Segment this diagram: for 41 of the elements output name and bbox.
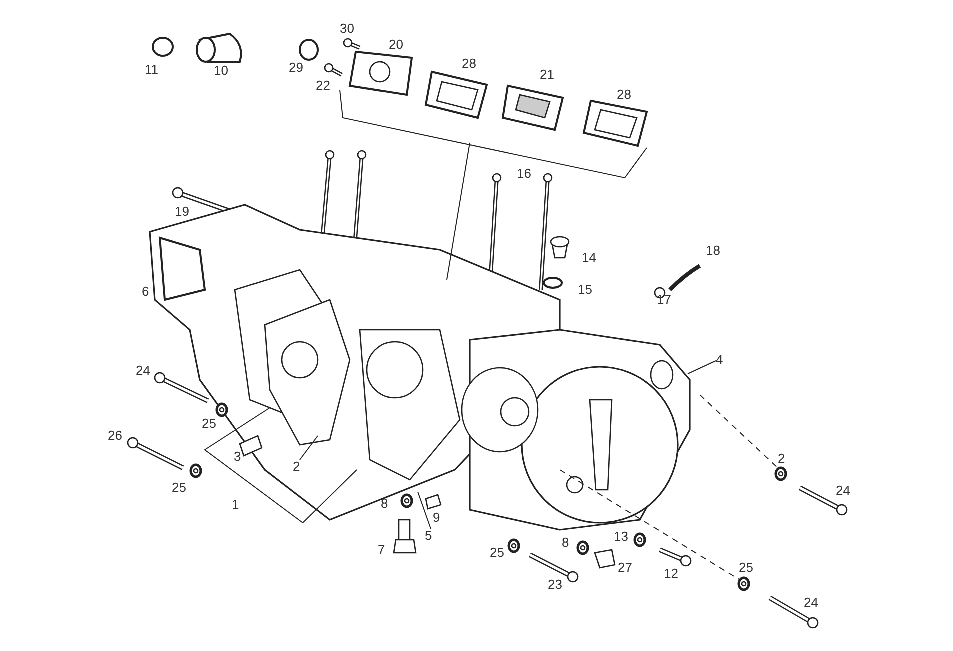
callout-number: 19: [175, 205, 190, 219]
callout-number: 28: [462, 57, 476, 71]
callout-number: 13: [614, 530, 628, 544]
leader-line: [418, 492, 432, 530]
callout-number: 11: [145, 63, 158, 77]
callout-number: 7: [378, 543, 386, 557]
callout-number: 29: [289, 61, 304, 75]
callout-number: 28: [617, 88, 632, 102]
callout-number: 1: [232, 498, 240, 512]
callout-number: 9: [433, 511, 440, 525]
callout-number: 18: [706, 244, 720, 258]
callout-number: 24: [836, 484, 850, 498]
callout-number: 17: [657, 293, 672, 307]
callout-number: 25: [172, 481, 186, 495]
callout-number: 26: [108, 429, 122, 443]
callout-number: 30: [340, 22, 354, 36]
callout-number: 25: [202, 417, 216, 431]
callout-number: 3: [234, 450, 242, 464]
callout-number: 23: [548, 578, 562, 592]
callout-number: 8: [562, 536, 570, 550]
callout-number: 25: [490, 546, 504, 560]
callout-number: 22: [316, 79, 330, 93]
callout-number: 20: [389, 38, 404, 52]
callout-number: 25: [739, 561, 754, 575]
callout-number: 10: [214, 64, 228, 78]
callout-number: 15: [578, 283, 592, 297]
callout-number: 5: [425, 529, 432, 543]
callout-number: 12: [664, 567, 678, 581]
callout-number: 8: [381, 497, 388, 511]
callout-number: 24: [804, 596, 818, 610]
callout-number: 16: [517, 167, 532, 181]
callout-number: 24: [136, 364, 150, 378]
leader-line: [300, 436, 318, 460]
callout-number: 14: [582, 251, 596, 265]
leader-line: [688, 360, 716, 374]
callout-number: 2: [778, 452, 786, 466]
callout-number: 6: [142, 285, 150, 299]
callout-number: 4: [716, 353, 724, 367]
callout-number: 21: [540, 68, 554, 82]
callout-number: 2: [293, 460, 300, 474]
callout-number: 27: [618, 561, 632, 575]
